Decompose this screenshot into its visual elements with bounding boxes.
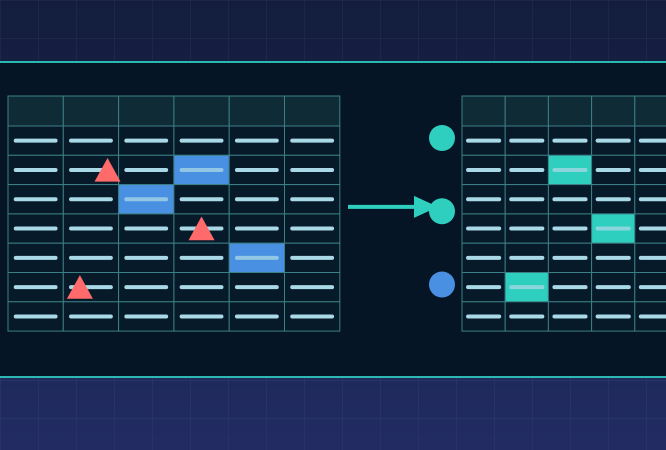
right-table — [461, 95, 666, 332]
header-cell — [228, 95, 285, 127]
warning-triangle-icon — [94, 157, 121, 182]
left-triangle-markers — [66, 157, 215, 299]
header-cell — [591, 95, 636, 127]
header-cell — [173, 95, 230, 127]
header-cell — [7, 95, 64, 127]
header-cell — [634, 95, 666, 127]
teal-dot-icon — [429, 125, 455, 151]
status-dots — [429, 125, 455, 298]
header-cell — [62, 95, 120, 127]
arrow-right-icon — [348, 195, 438, 218]
blue-dot-icon — [429, 271, 455, 298]
header-cell — [118, 95, 175, 127]
header-cell — [504, 95, 549, 127]
teal-dot-icon — [429, 198, 455, 225]
arrow-head — [414, 195, 438, 218]
header-cell — [461, 95, 506, 127]
header-cell — [284, 95, 341, 127]
warning-triangle-icon — [188, 216, 215, 241]
warning-triangle-icon — [66, 275, 93, 299]
left-table — [7, 95, 341, 332]
header-cell — [547, 95, 593, 127]
